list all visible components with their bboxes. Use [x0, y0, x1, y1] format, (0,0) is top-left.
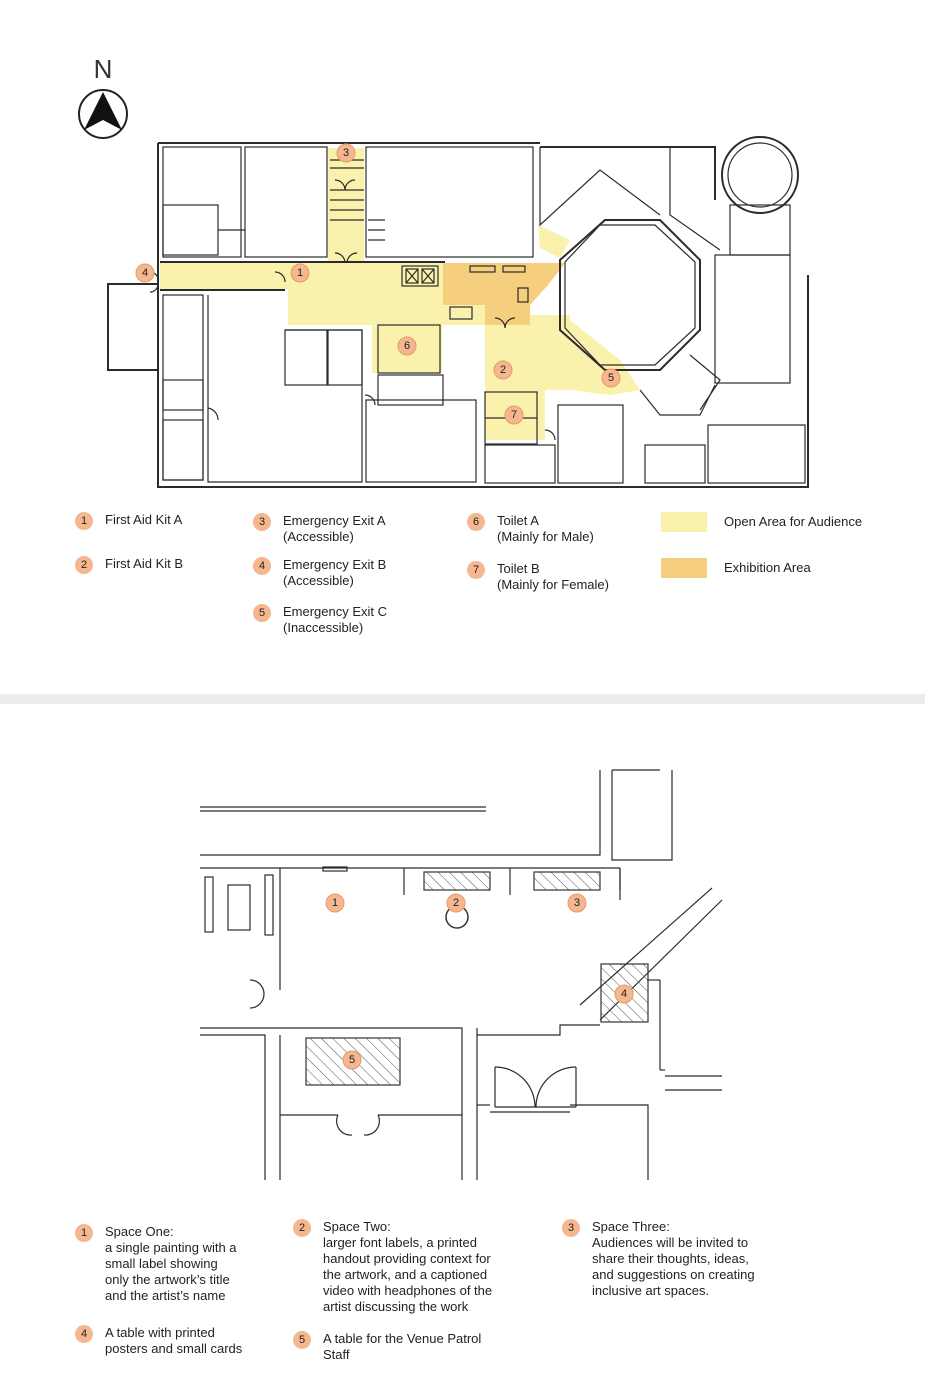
legend-number: 7	[467, 561, 485, 579]
exhibition-walls	[200, 769, 723, 1180]
compass-label: N	[94, 54, 113, 84]
legend-poster-table: 4 A table with printed posters and small…	[75, 1325, 242, 1357]
svg-text:4: 4	[142, 267, 148, 279]
legend-number: 2	[293, 1219, 311, 1237]
exhibition-area-highlight	[443, 263, 565, 325]
marker-poster-table: 4	[614, 984, 634, 1004]
legend-number: 5	[253, 604, 271, 622]
north-arrow-icon: N	[78, 54, 128, 139]
marker-toilet-b: 7	[504, 405, 524, 425]
svg-text:2: 2	[453, 897, 459, 909]
marker-space-three: 3	[567, 893, 587, 913]
legend-number: 1	[75, 1224, 93, 1242]
svg-text:2: 2	[500, 364, 506, 376]
legend-toilet-a: 6 Toilet A (Mainly for Male)	[467, 513, 594, 545]
svg-text:1: 1	[297, 267, 303, 279]
legend-space-one: 1 Space One: a single painting with a sm…	[75, 1224, 237, 1304]
legend-label: Toilet B (Mainly for Female)	[497, 561, 609, 592]
legend-label: Space Three: Audiences will be invited t…	[592, 1219, 755, 1298]
legend-label: Emergency Exit C (Inaccessible)	[283, 604, 388, 635]
exhibition-detail-plan: 1 2 3 4 5	[200, 769, 723, 1180]
section-divider	[0, 694, 925, 704]
legend-number: 6	[467, 513, 485, 531]
legend-label: First Aid Kit B	[105, 556, 184, 571]
legend-space-three: 3 Space Three: Audiences will be invited…	[562, 1219, 755, 1299]
svg-text:1: 1	[332, 897, 338, 909]
legend-number: 1	[75, 512, 93, 530]
legend-number: 3	[253, 513, 271, 531]
swatch-open-area	[661, 512, 707, 532]
legend-space-two: 2 Space Two: larger font labels, a print…	[293, 1219, 492, 1315]
swatch-exhibition-area	[661, 558, 707, 578]
legend-label: A table for the Venue Patrol Staff	[323, 1331, 482, 1362]
legend-number: 4	[253, 557, 271, 575]
open-area-highlight	[160, 148, 640, 440]
marker-exit-c: 5	[601, 368, 621, 388]
venue-floor-plan: N	[78, 54, 809, 488]
legend-exit-a: 3 Emergency Exit A (Accessible)	[253, 513, 386, 545]
marker-space-one: 1	[325, 893, 345, 913]
legend-label: Toilet A (Mainly for Male)	[497, 513, 594, 544]
legend-exhibition-area: Exhibition Area	[724, 560, 811, 575]
legend-first-aid-b: 2 First Aid Kit B	[75, 556, 183, 574]
svg-text:4: 4	[621, 988, 627, 1000]
legend-toilet-b: 7 Toilet B (Mainly for Female)	[467, 561, 609, 593]
legend-first-aid-a: 1 First Aid Kit A	[75, 512, 182, 530]
svg-text:5: 5	[349, 1054, 355, 1066]
svg-text:3: 3	[343, 147, 349, 159]
marker-first-aid-a: 1	[290, 263, 310, 283]
legend-number: 2	[75, 556, 93, 574]
marker-space-two: 2	[446, 893, 466, 913]
exhibition-hatch	[449, 265, 529, 320]
legend-label: Emergency Exit A (Accessible)	[283, 513, 386, 544]
door-icons	[149, 179, 556, 441]
legend-exit-b: 4 Emergency Exit B (Accessible)	[253, 557, 386, 589]
legend-number: 4	[75, 1325, 93, 1343]
legend-exit-c: 5 Emergency Exit C (Inaccessible)	[253, 604, 387, 636]
legend-patrol-table: 5 A table for the Venue Patrol Staff	[293, 1331, 481, 1363]
marker-exit-b: 4	[135, 263, 155, 283]
legend-number: 5	[293, 1331, 311, 1349]
legend-label: Emergency Exit B (Accessible)	[283, 557, 387, 588]
marker-exit-a: 3	[336, 143, 356, 163]
svg-text:6: 6	[404, 340, 410, 352]
marker-first-aid-b: 2	[493, 360, 513, 380]
svg-text:5: 5	[608, 372, 614, 384]
legend-open-area: Open Area for Audience	[724, 514, 863, 529]
marker-toilet-a: 6	[397, 336, 417, 356]
elevator-icon	[401, 265, 439, 287]
legend-label: First Aid Kit A	[105, 512, 183, 527]
exhibition-tables	[305, 871, 649, 1086]
floor-plan-walls	[107, 136, 809, 488]
svg-text:3: 3	[574, 897, 580, 909]
svg-text:7: 7	[511, 409, 517, 421]
legend-label: A table with printed posters and small c…	[105, 1325, 243, 1356]
legend-label: Space Two: larger font labels, a printed…	[323, 1219, 493, 1314]
legend-number: 3	[562, 1219, 580, 1237]
legend-label: Space One: a single painting with a smal…	[105, 1224, 237, 1303]
marker-patrol-table: 5	[342, 1050, 362, 1070]
